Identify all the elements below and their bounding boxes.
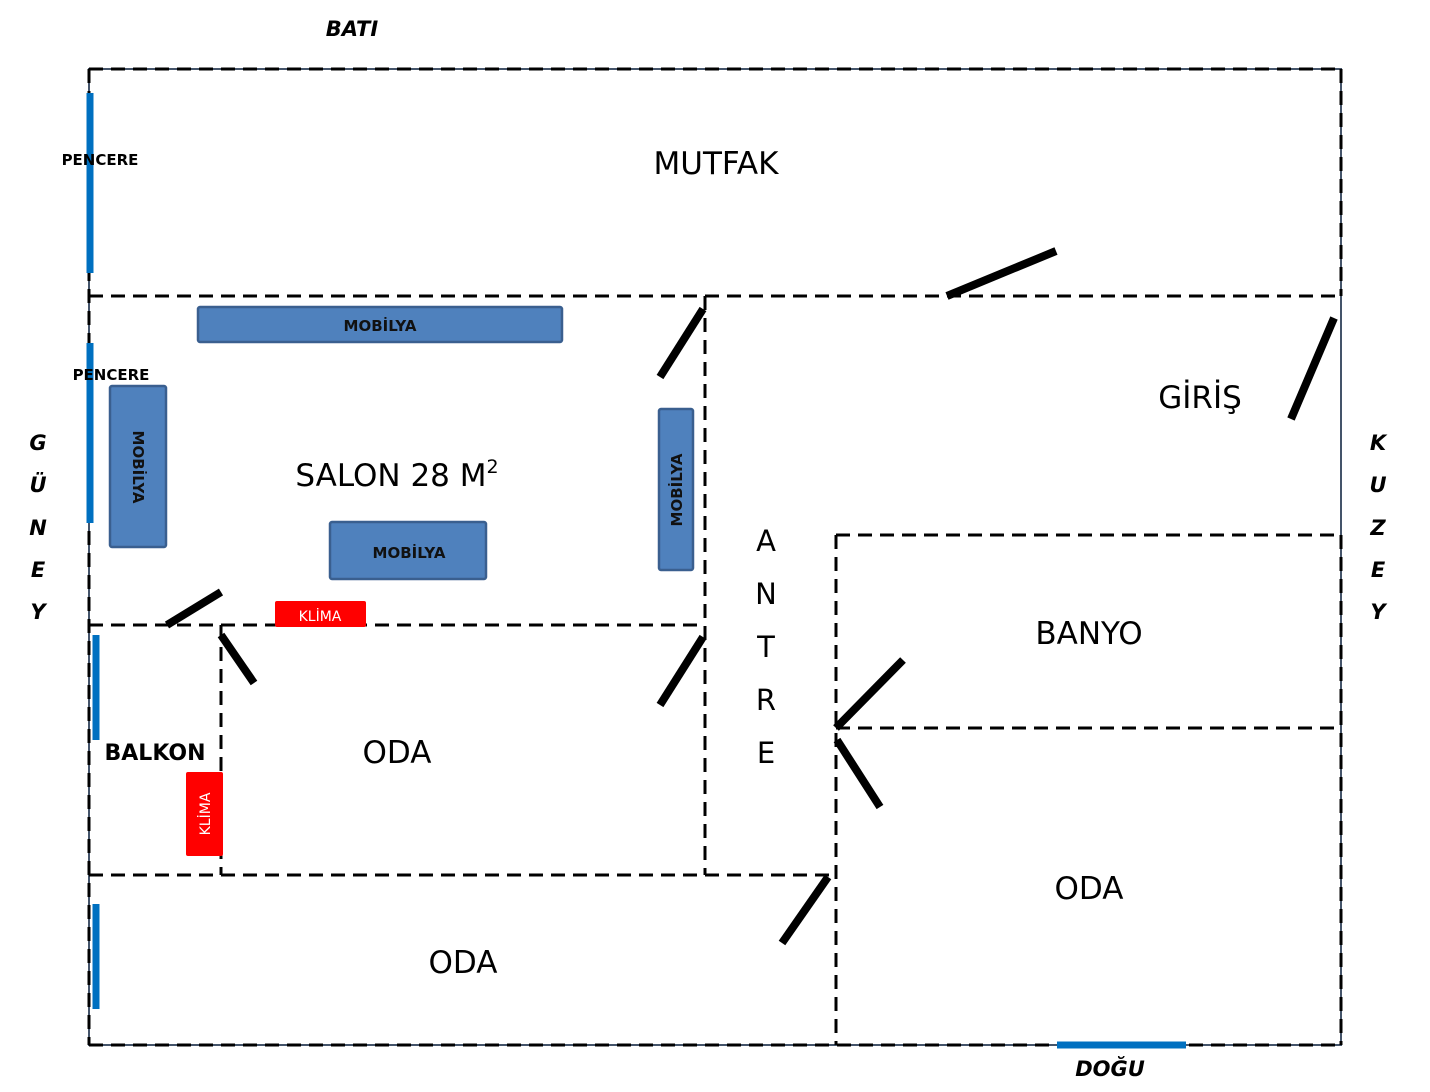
ac-salon-label: KLİMA bbox=[299, 607, 342, 625]
compass-south-letter: N bbox=[29, 516, 47, 540]
window-salon-label: PENCERE bbox=[73, 366, 150, 384]
furniture-right: MOBİLYA bbox=[657, 407, 695, 572]
outer-edge bbox=[88, 68, 1342, 1046]
compass-south-letter: Y bbox=[30, 600, 47, 624]
ac-balcony-shape bbox=[186, 772, 223, 856]
compass-south-label: G Ü N E Y bbox=[29, 431, 47, 624]
room-hall-letter: E bbox=[757, 736, 775, 770]
room-living-label: SALON 28 M2 bbox=[295, 456, 498, 494]
room-entrance-label: GİRİŞ bbox=[1158, 380, 1242, 416]
door-salon-balcony bbox=[164, 588, 224, 629]
furniture-center-label: MOBİLYA bbox=[373, 543, 446, 562]
furniture-left: MOBİLYA bbox=[108, 384, 168, 549]
room-middle-label: ODA bbox=[363, 735, 432, 771]
ac-balcony: KLİMA bbox=[186, 772, 223, 856]
compass-north-letter: K bbox=[1370, 431, 1388, 455]
room-hall-letter: R bbox=[756, 683, 776, 717]
door-middle-room-hall bbox=[656, 634, 707, 708]
compass-north-letter: Z bbox=[1369, 516, 1386, 540]
door-salon-hall bbox=[656, 306, 707, 380]
furniture-center-shape bbox=[328, 520, 488, 581]
furniture-top-label: MOBİLYA bbox=[344, 316, 417, 335]
walls bbox=[87, 67, 1343, 1047]
furniture-left-label: MOBİLYA bbox=[129, 431, 148, 504]
door-bottom-room bbox=[778, 874, 832, 946]
room-balcony-label: BALKON bbox=[105, 741, 206, 766]
door-middle-room bbox=[217, 632, 258, 686]
ac-salon-shape bbox=[275, 601, 366, 627]
ac-balcony-label: KLİMA bbox=[196, 792, 214, 835]
room-hall-letter: N bbox=[755, 577, 777, 611]
window-kitchen-label: PENCERE bbox=[62, 151, 139, 169]
compass-north-letter: Y bbox=[1370, 600, 1387, 624]
furniture-right-shape bbox=[657, 407, 695, 572]
door-right-room bbox=[833, 737, 884, 810]
compass-north-letter: U bbox=[1369, 473, 1386, 497]
doors bbox=[164, 247, 1338, 946]
door-kitchen bbox=[945, 247, 1058, 300]
door-bathroom bbox=[833, 657, 906, 731]
compass-north-letter: E bbox=[1371, 558, 1386, 582]
room-living-label-text: SALON 28 M bbox=[295, 458, 486, 494]
ac-salon: KLİMA bbox=[275, 601, 366, 627]
room-right-label: ODA bbox=[1055, 871, 1124, 907]
compass-north-label: K U Z E Y bbox=[1369, 431, 1387, 624]
compass-west-label: BATI bbox=[326, 17, 379, 41]
compass-south-letter: E bbox=[31, 558, 46, 582]
windows bbox=[86, 93, 1186, 1049]
furniture-top-shape bbox=[196, 305, 564, 344]
furniture-top: MOBİLYA bbox=[196, 305, 564, 344]
room-hall-letter: T bbox=[756, 630, 775, 664]
room-hall-letter: A bbox=[756, 524, 776, 558]
compass-south-letter: G bbox=[29, 431, 46, 455]
furniture-center: MOBİLYA bbox=[328, 520, 488, 581]
furniture-left-shape bbox=[108, 384, 168, 549]
room-bathroom-label: BANYO bbox=[1035, 616, 1142, 652]
room-kitchen-label: MUTFAK bbox=[654, 146, 780, 182]
room-bottom-label: ODA bbox=[429, 945, 498, 981]
compass-east-label: DOĞU bbox=[1075, 1056, 1145, 1081]
door-entrance bbox=[1287, 316, 1338, 421]
room-living-label-sup: 2 bbox=[487, 456, 499, 478]
room-hall-label: A N T R E bbox=[755, 524, 777, 770]
furniture-right-label: MOBİLYA bbox=[667, 453, 686, 526]
compass-south-letter: Ü bbox=[29, 472, 46, 497]
